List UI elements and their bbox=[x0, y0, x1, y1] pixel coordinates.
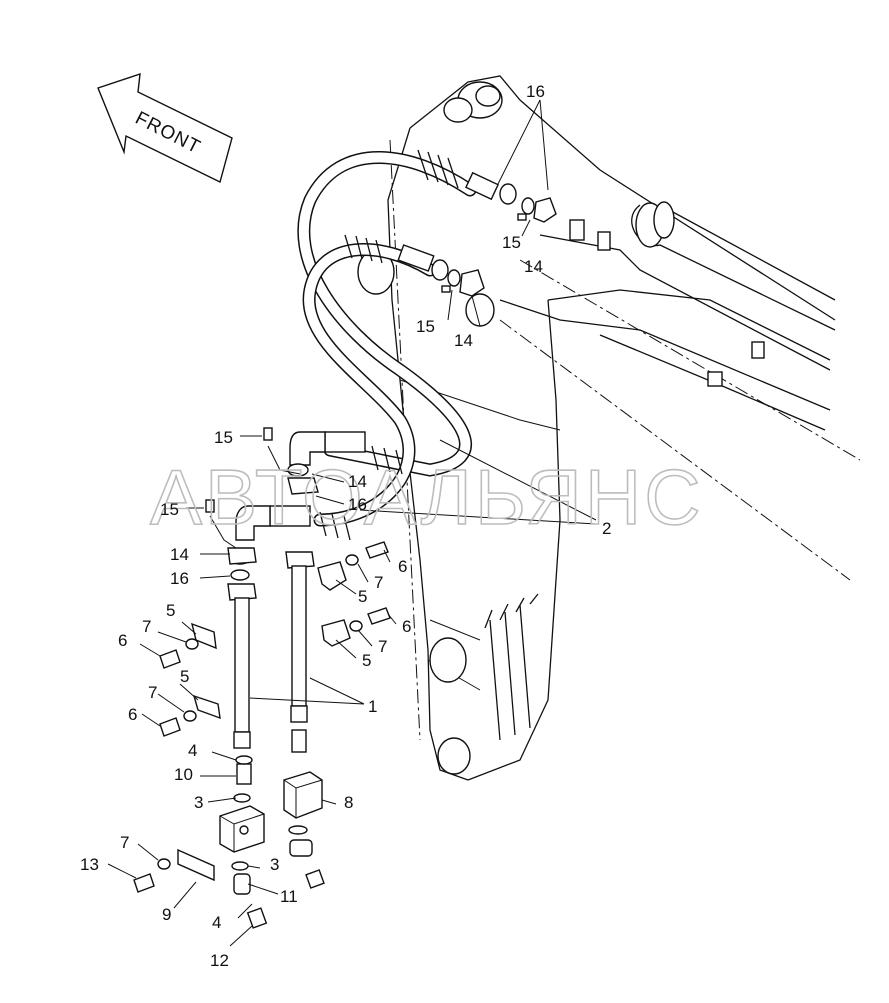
callout-12: 12 bbox=[210, 951, 229, 970]
upper-flange-parts bbox=[205, 197, 557, 581]
callouts: 16 15 14 15 14 15 14 16 15 14 16 2 6 7 5… bbox=[80, 82, 611, 970]
callout-4: 4 bbox=[188, 741, 197, 760]
callout-5: 5 bbox=[362, 651, 371, 670]
callout-15: 15 bbox=[416, 317, 435, 336]
callout-6: 6 bbox=[398, 557, 407, 576]
callout-4: 4 bbox=[212, 913, 221, 932]
callout-6: 6 bbox=[128, 705, 137, 724]
callout-7: 7 bbox=[120, 833, 129, 852]
callout-13: 13 bbox=[80, 855, 99, 874]
callout-8: 8 bbox=[344, 793, 353, 812]
callout-14: 14 bbox=[524, 257, 543, 276]
leader-lines bbox=[107, 99, 597, 947]
callout-15: 15 bbox=[502, 233, 521, 252]
callout-7: 7 bbox=[148, 683, 157, 702]
callout-15: 15 bbox=[214, 428, 233, 447]
callout-1: 1 bbox=[368, 697, 377, 716]
callout-5: 5 bbox=[166, 601, 175, 620]
pipes-and-fittings bbox=[219, 551, 325, 929]
callout-9: 9 bbox=[162, 905, 171, 924]
callout-7: 7 bbox=[378, 637, 387, 656]
callout-15: 15 bbox=[160, 500, 179, 519]
callout-5: 5 bbox=[180, 667, 189, 686]
clamps-and-bolts bbox=[133, 541, 391, 893]
callout-10: 10 bbox=[174, 765, 193, 784]
front-direction-arrow: FRONT bbox=[97, 72, 233, 184]
callout-5: 5 bbox=[358, 587, 367, 606]
callout-7: 7 bbox=[374, 573, 383, 592]
callout-16: 16 bbox=[526, 82, 545, 101]
callout-14: 14 bbox=[170, 545, 189, 564]
callout-6: 6 bbox=[402, 617, 411, 636]
callout-3: 3 bbox=[270, 855, 279, 874]
callout-3: 3 bbox=[194, 793, 203, 812]
hydraulic-hoses bbox=[235, 149, 517, 541]
callout-7: 7 bbox=[142, 617, 151, 636]
callout-6: 6 bbox=[118, 631, 127, 650]
callout-2: 2 bbox=[602, 519, 611, 538]
boom-structure bbox=[357, 75, 861, 781]
callout-14: 14 bbox=[348, 472, 367, 491]
callout-16: 16 bbox=[348, 495, 367, 514]
callout-11: 11 bbox=[280, 887, 298, 906]
callout-14: 14 bbox=[454, 331, 473, 350]
callout-16: 16 bbox=[170, 569, 189, 588]
watermark-text: АВТОАЛЬЯНС bbox=[150, 453, 704, 541]
